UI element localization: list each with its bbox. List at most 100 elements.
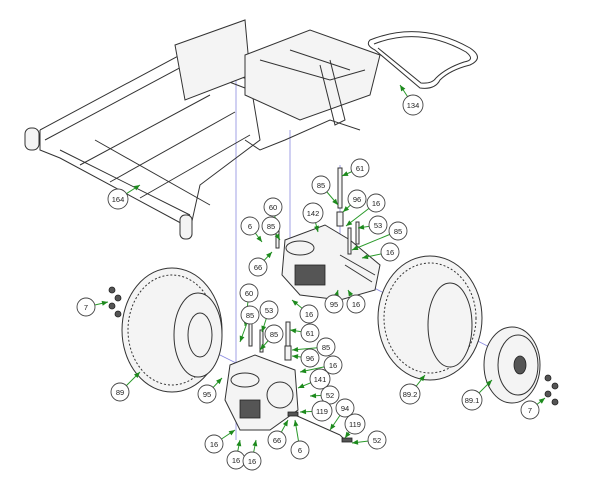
callout-number: 119 (316, 407, 328, 416)
callout-number: 164 (112, 195, 125, 204)
callout-circle (309, 368, 331, 390)
callout-89: 89 (110, 371, 141, 402)
arrowhead-icon (293, 420, 299, 427)
callout-number: 16 (210, 440, 218, 449)
callout-number: 95 (203, 390, 211, 399)
callout-16: 16 (345, 193, 386, 227)
callout-16: 16 (226, 439, 246, 470)
callout-85: 85 (239, 305, 260, 343)
callout-number: 85 (246, 311, 254, 320)
callout-number: 16 (372, 199, 380, 208)
callout-circle (290, 440, 310, 460)
callout-circle (335, 398, 355, 418)
callout-number: 7 (528, 406, 532, 415)
callout-number: 96 (306, 354, 314, 363)
callout-number: 16 (386, 248, 394, 257)
callout-7: 7 (520, 397, 546, 420)
callout-circle (240, 216, 260, 236)
callout-61: 61 (341, 158, 370, 178)
callout-circle (324, 294, 344, 314)
callout-66: 66 (267, 419, 289, 450)
callout-number: 6 (248, 222, 252, 231)
callout-circle (346, 294, 366, 314)
arrowhead-icon (216, 378, 222, 385)
callout-circle (316, 337, 336, 357)
arrowhead-icon (300, 368, 307, 374)
callout-circle (299, 304, 319, 324)
callout-circle (239, 283, 259, 303)
callout-number: 60 (245, 289, 253, 298)
lug-nuts (108, 286, 559, 406)
callout-94: 94 (329, 398, 355, 431)
callout-circle (311, 175, 331, 195)
arrowhead-icon (345, 431, 351, 438)
callout-circle (263, 197, 283, 217)
callout-circle (248, 257, 268, 277)
callout-number: 142 (307, 209, 320, 218)
callout-circle (399, 383, 421, 405)
callout-number: 16 (305, 310, 313, 319)
callout-16: 16 (361, 242, 400, 262)
callout-circle (367, 430, 387, 450)
arrowhead-icon (292, 346, 299, 352)
callout-number: 95 (330, 300, 338, 309)
callout-circle (311, 400, 333, 422)
arrowhead-icon (342, 171, 349, 176)
arrowhead-icon (352, 439, 359, 445)
callout-circle (380, 242, 400, 262)
callout-number: 89.2 (403, 390, 418, 399)
arrowhead-icon (260, 343, 266, 350)
transmission-lower-141 (224, 354, 299, 431)
callout-circle (461, 389, 483, 411)
callout-number: 134 (407, 101, 420, 110)
arrowhead-icon (300, 409, 307, 415)
callout-96: 96 (291, 348, 320, 368)
callout-119: 119 (344, 413, 366, 439)
callout-number: 16 (329, 361, 337, 370)
arrowhead-icon (538, 398, 545, 404)
callout-60: 60 (263, 197, 283, 233)
callout-number: 16 (248, 457, 256, 466)
callout-circle (520, 400, 540, 420)
arrowhead-icon (292, 354, 299, 360)
callout-number: 119 (349, 420, 361, 429)
callout-number: 6 (298, 446, 302, 455)
arrowhead-icon (400, 85, 406, 92)
callout-66: 66 (248, 251, 273, 277)
callout-number: 94 (341, 404, 349, 413)
callout-number: 85 (322, 343, 330, 352)
callout-52: 52 (309, 385, 340, 405)
callout-53: 53 (357, 215, 388, 235)
callout-6: 6 (290, 419, 310, 460)
arrowhead-icon (485, 380, 492, 387)
callout-number: 89.1 (465, 396, 480, 405)
callout-number: 96 (353, 195, 361, 204)
callout-circle (302, 202, 324, 224)
callout-number: 85 (317, 181, 325, 190)
callout-number: 89 (116, 388, 124, 397)
callout-circle (300, 348, 320, 368)
callout-circle (76, 297, 96, 317)
callout-119: 119 (299, 400, 333, 422)
callout-number: 52 (373, 436, 381, 445)
callout-circle (110, 382, 130, 402)
callout-6: 6 (240, 216, 263, 243)
callout-number: 141 (314, 375, 327, 384)
arrowhead-icon (348, 290, 354, 297)
arrowhead-icon (228, 430, 235, 436)
callout-number: 66 (254, 263, 262, 272)
arrowhead-icon (292, 300, 299, 306)
callout-95: 95 (324, 289, 344, 314)
transmission-upper-142 (281, 224, 381, 301)
arrowhead-icon (266, 252, 272, 259)
callout-circle (368, 215, 388, 235)
arrowhead-icon (133, 185, 140, 191)
callout-circle (197, 384, 217, 404)
callout-circle (402, 94, 424, 116)
callout-164: 164 (107, 184, 141, 210)
arrowhead-icon (274, 233, 280, 240)
callout-number: 61 (356, 164, 364, 173)
arrowhead-icon (256, 235, 262, 242)
